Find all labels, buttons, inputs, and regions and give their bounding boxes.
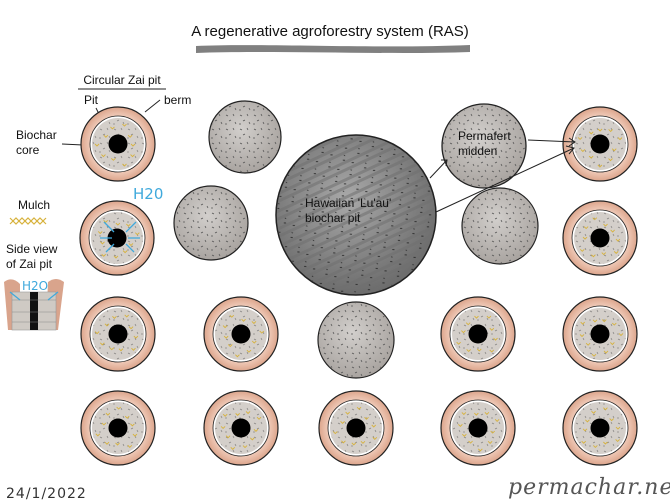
zai-pit (80, 296, 156, 372)
biochar-core-icon (108, 134, 128, 154)
zai-pit (562, 296, 638, 372)
mulch-label: Mulch (18, 198, 50, 212)
zai-pit (80, 390, 156, 466)
soil-circle (173, 185, 249, 261)
biochar-label-2: core (16, 143, 40, 157)
arrow-icon (429, 137, 576, 213)
soil-circle (208, 100, 282, 174)
water-label: H20 (133, 185, 163, 203)
soil-circle (317, 301, 395, 379)
zai-heading: Circular Zai pit (83, 73, 161, 87)
sideview-label-2: of Zai pit (6, 257, 53, 271)
zai-pit (318, 390, 394, 466)
zai-pit (203, 296, 279, 372)
berm-pointer (144, 99, 161, 113)
zai-pit (79, 200, 155, 276)
zai-pit (80, 106, 156, 182)
zai-pit (562, 106, 638, 182)
biochar-core-icon (590, 228, 610, 248)
biochar-core-icon (468, 418, 488, 438)
biochar-core-icon (108, 418, 128, 438)
biochar-core-icon (108, 324, 128, 344)
biochar-label-1: Biochar (16, 128, 57, 142)
zai-pit (562, 390, 638, 466)
luau-label-2: biochar pit (305, 211, 361, 225)
zai-pit (562, 200, 638, 276)
midden-texture (443, 105, 525, 187)
soil-circle (461, 187, 539, 265)
berm-label: berm (164, 93, 191, 107)
sideview-label-1: Side view (6, 242, 58, 256)
mulch-icon (9, 217, 47, 225)
zai-pit (203, 390, 279, 466)
biochar-core-icon (468, 324, 488, 344)
water-arrows-icon (100, 221, 140, 253)
footer-brand: permachar.net (508, 475, 670, 500)
biochar-core-icon (231, 418, 251, 438)
diagram-title: A regenerative agroforestry system (RAS) (191, 23, 469, 40)
luau-label-1: Hawaiian 'Lu'au' (305, 196, 391, 210)
biochar-core-icon (346, 418, 366, 438)
luau-pit-texture (277, 136, 435, 294)
title-underline (196, 45, 470, 53)
pit-label: Pit (84, 93, 99, 107)
biochar-core-icon (590, 134, 610, 154)
biochar-core-icon (231, 324, 251, 344)
side-view-icon: H2O (4, 279, 64, 331)
biochar-core-icon (590, 418, 610, 438)
midden-label-1: Permafert (458, 129, 511, 143)
biochar-core-icon (590, 324, 610, 344)
biochar-core-icon (107, 228, 127, 248)
midden-label-2: midden (458, 144, 497, 158)
side-view-water-label: H2O (22, 279, 48, 293)
footer-date: 24/1/2022 (6, 486, 87, 502)
zai-pit (440, 296, 516, 372)
zai-pit (440, 390, 516, 466)
